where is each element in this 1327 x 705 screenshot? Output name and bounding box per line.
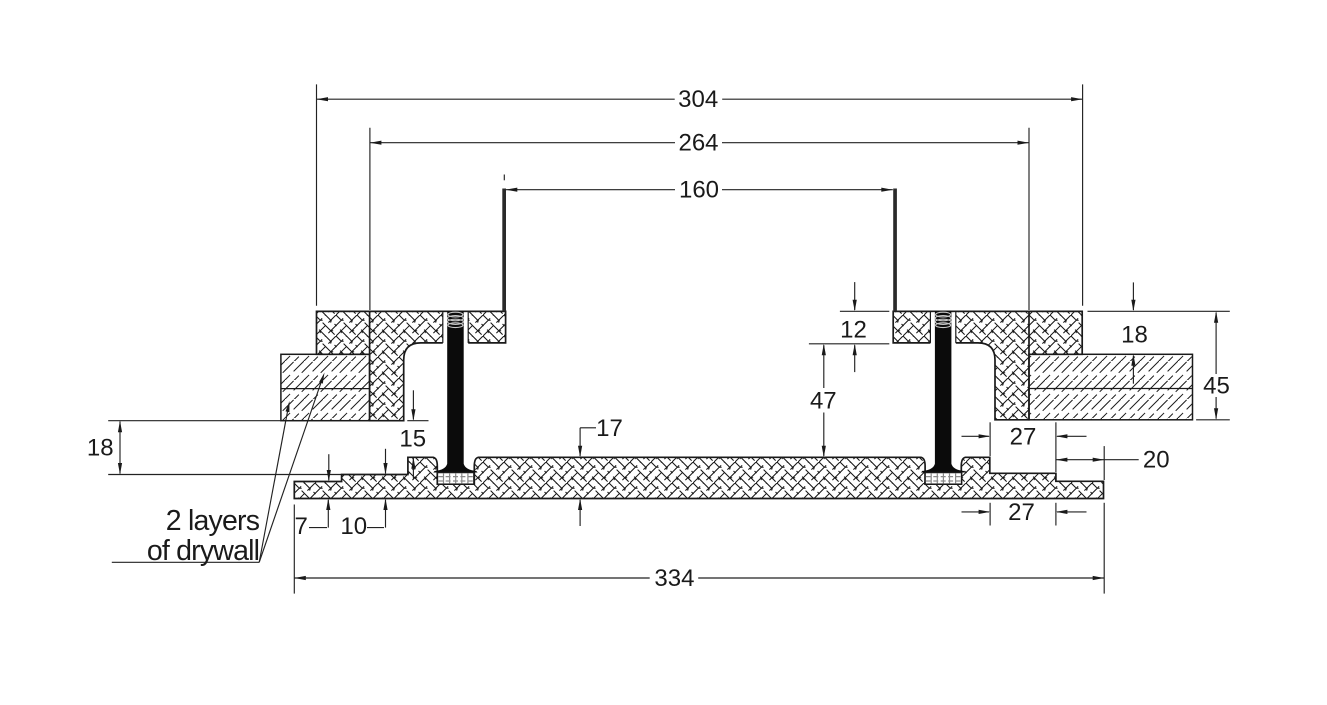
svg-text:2 layers: 2 layers (166, 505, 260, 537)
svg-text:334: 334 (654, 565, 694, 592)
svg-text:10: 10 (340, 513, 367, 540)
svg-text:160: 160 (679, 177, 719, 204)
svg-text:47: 47 (810, 388, 837, 415)
svg-text:18: 18 (1121, 322, 1148, 349)
svg-text:27: 27 (1008, 499, 1035, 526)
svg-text:45: 45 (1203, 372, 1230, 399)
svg-text:17: 17 (596, 415, 623, 442)
svg-text:20: 20 (1143, 446, 1170, 473)
svg-text:12: 12 (840, 316, 867, 343)
svg-text:of drywall: of drywall (147, 535, 259, 567)
svg-text:18: 18 (87, 434, 114, 461)
svg-text:304: 304 (678, 86, 718, 113)
svg-text:27: 27 (1010, 424, 1037, 451)
svg-text:7: 7 (295, 513, 308, 540)
svg-text:264: 264 (678, 130, 718, 157)
svg-text:15: 15 (399, 425, 426, 452)
